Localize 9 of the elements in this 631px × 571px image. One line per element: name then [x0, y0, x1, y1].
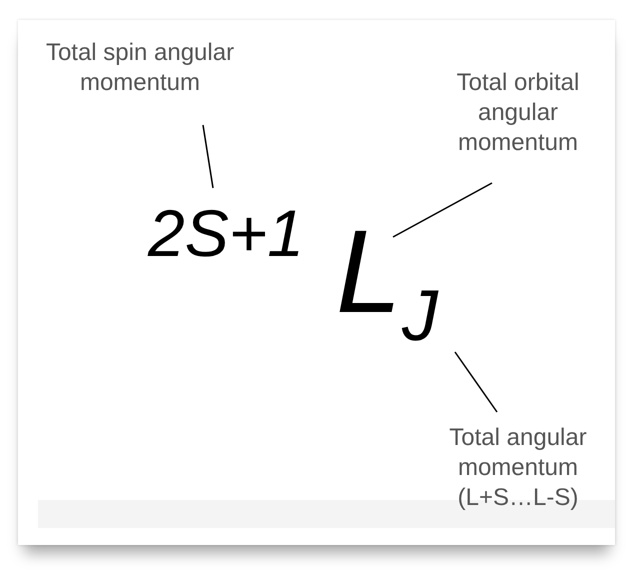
- term-symbol: J: [402, 280, 438, 352]
- term-caption: Total spin angular momentum: [40, 38, 240, 98]
- term-caption: Total orbital angular momentum: [428, 68, 608, 158]
- term-caption: Total angular momentum (L+S…L-S): [418, 423, 618, 513]
- leader-line: [454, 352, 498, 412]
- leader-line: [392, 182, 492, 238]
- term-symbol: L: [336, 213, 402, 331]
- term-symbol: 2S+1: [148, 200, 304, 266]
- leader-line: [202, 124, 214, 188]
